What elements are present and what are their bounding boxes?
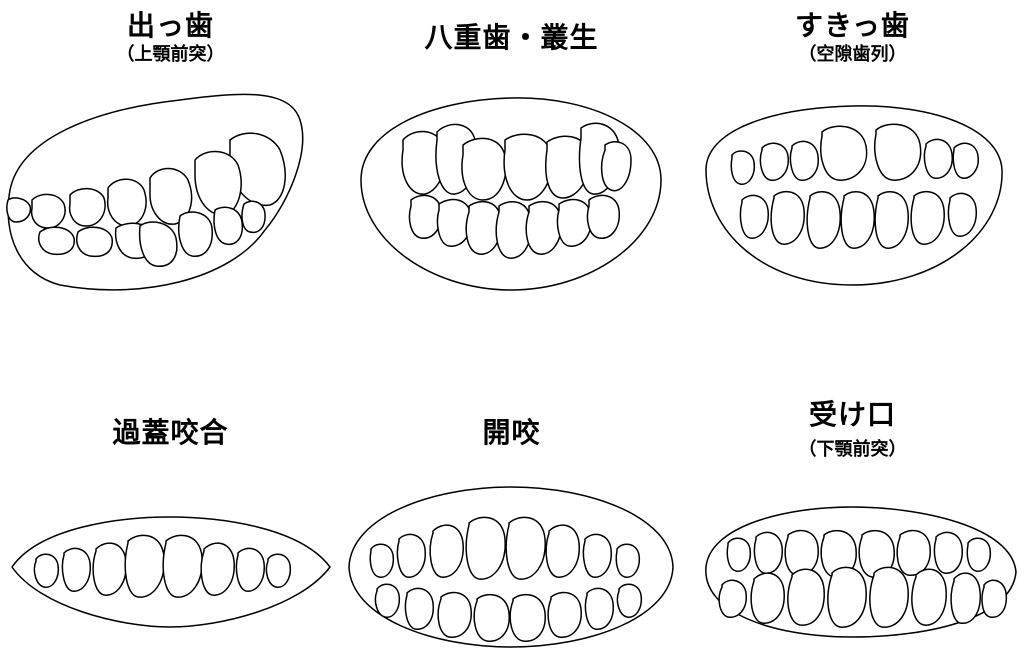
diagram-underbite: 受け口 （下顎前突） — [682, 327, 1023, 654]
diagram-subtitle: （空隙歯列） — [798, 44, 907, 65]
underbite-teeth-illustration — [705, 506, 1017, 638]
diagram-title: すきっ歯 — [795, 9, 910, 42]
spacing-teeth-illustration — [705, 105, 1003, 286]
diagram-overjet: 出っ歯 （上顎前突） — [0, 0, 341, 327]
diagram-spacing: すきっ歯 （空隙歯列） — [682, 0, 1023, 327]
diagram-open-bite: 開咬 — [341, 327, 682, 654]
diagram-deep-bite: 過蓋咬合 — [0, 327, 341, 654]
crowding-teeth-illustration — [360, 97, 662, 291]
deep-bite-teeth-illustration — [11, 516, 331, 628]
diagram-title: 受け口 — [808, 398, 896, 431]
diagram-crowding: 八重歯・叢生 — [341, 0, 682, 327]
diagram-subtitle: （上顎前突） — [116, 44, 225, 65]
diagram-title: 出っ歯 — [126, 9, 214, 42]
diagram-title: 開咬 — [482, 416, 541, 449]
diagram-title: 過蓋咬合 — [112, 416, 229, 449]
diagram-subtitle: （下顎前突） — [798, 439, 907, 460]
overjet-teeth-illustration — [6, 93, 304, 291]
open-bite-teeth-illustration — [348, 486, 674, 648]
diagram-title: 八重歯・叢生 — [424, 21, 599, 54]
